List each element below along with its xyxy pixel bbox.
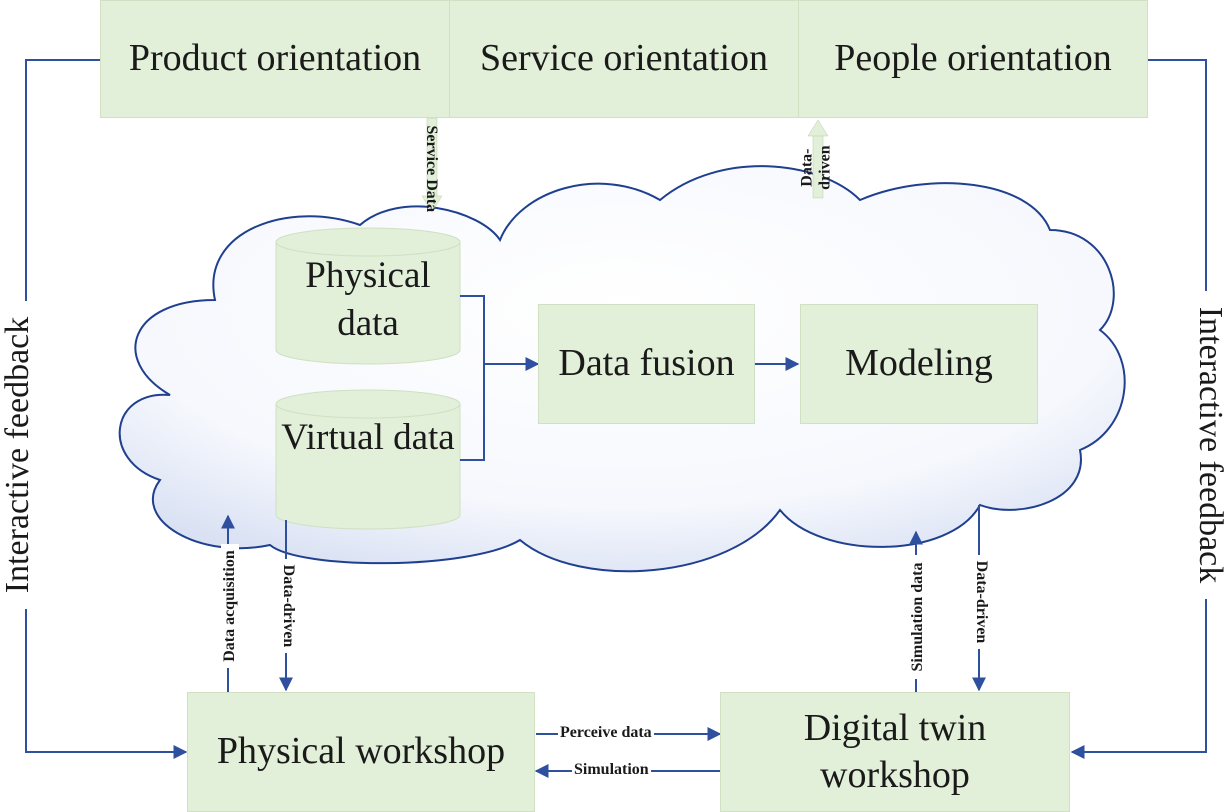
service-data-arrow [421, 117, 443, 213]
data-driven-right-label: Data-driven [972, 555, 990, 649]
product-orientation-box: Product orientation [100, 0, 450, 118]
service-orientation-label: Service orientation [479, 37, 769, 80]
merge-connector [460, 295, 540, 461]
physical-workshop-label: Physical workshop [216, 730, 506, 773]
modeling-box: Modeling [800, 304, 1038, 424]
service-orientation-box: Service orientation [449, 0, 799, 118]
simulation-data-label: Simulation data [909, 555, 927, 679]
digital-twin-workshop-box: Digital twin workshop [720, 692, 1070, 812]
people-orientation-label: People orientation [834, 37, 1112, 80]
data-fusion-box: Data fusion [538, 304, 755, 424]
service-data-label: Service Data [422, 125, 440, 213]
perceive-data-label: Perceive data [558, 724, 654, 742]
data-acquisition-label: Data acquisition [221, 544, 239, 668]
product-orientation-label: Product orientation [128, 37, 422, 80]
people-orientation-box: People orientation [798, 0, 1148, 118]
data-driven-top-label: Data-driven [798, 145, 833, 190]
modeling-label: Modeling [845, 342, 993, 385]
virtual-data-label: Virtual data [281, 417, 455, 458]
interactive-feedback-left-label: Interactive feedback [0, 301, 37, 609]
data-driven-left-label: Data-driven [279, 559, 297, 653]
virtual-data-cylinder [275, 389, 461, 530]
physical-data-label: Physical data [305, 255, 431, 345]
simulation-label: Simulation [572, 761, 651, 779]
physical-workshop-box: Physical workshop [187, 692, 535, 812]
digital-twin-workshop-label: Digital twin workshop [803, 706, 987, 797]
interactive-feedback-right-label: Interactive feedback [1191, 291, 1229, 599]
data-fusion-label: Data fusion [558, 342, 735, 385]
physical-data-cylinder [275, 227, 461, 365]
data-driven-up-arrow [807, 119, 829, 199]
